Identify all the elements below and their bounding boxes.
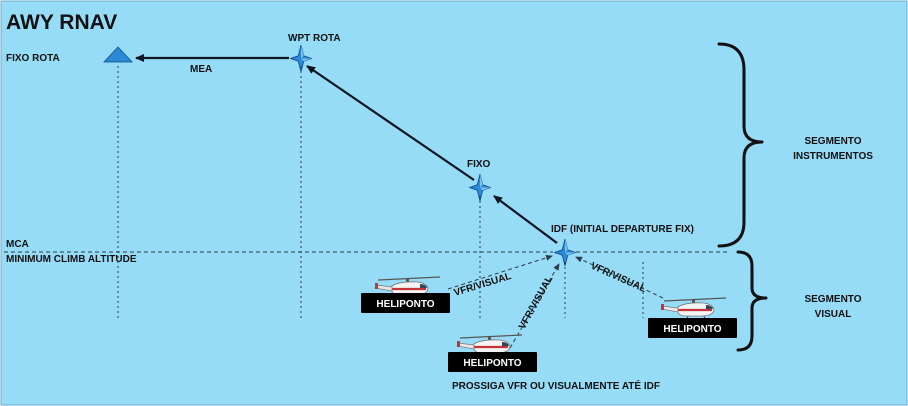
segmento-visual-label: SEGMENTO <box>804 294 861 305</box>
segmento-instrumentos-label: SEGMENTO <box>804 136 861 147</box>
fixo-label: FIXO <box>467 159 491 170</box>
heliponto-box <box>448 352 537 372</box>
heliponto-box <box>361 293 450 313</box>
vfr-arrow <box>509 263 560 349</box>
heliponto-label: HELIPONTO <box>663 324 721 335</box>
climb-arrow <box>493 195 558 244</box>
triangle-fix-icon <box>103 46 133 63</box>
footer-instruction: PROSSIGA VFR OU VISUALMENTE ATÉ IDF <box>452 379 660 392</box>
brace-instrumentos <box>717 42 764 248</box>
heliponto-box <box>648 318 737 338</box>
heliponto-label: HELIPONTO <box>463 358 521 369</box>
route-arrow <box>306 65 475 181</box>
fixo-rota-label: FIXO ROTA <box>6 53 60 64</box>
brace-visual <box>736 250 768 352</box>
vfr-arrow <box>575 256 664 299</box>
mea-label: MEA <box>190 64 212 75</box>
diagram-title: AWY RNAV <box>6 11 117 34</box>
segmento-visual-label: VISUAL <box>815 309 852 320</box>
segmento-instrumentos-label: INSTRUMENTOS <box>793 151 873 162</box>
mca-label: MCA <box>6 239 29 250</box>
wpt-rota-label: WPT ROTA <box>288 33 341 44</box>
heliponto-label: HELIPONTO <box>376 299 434 310</box>
mca-description: MINIMUM CLIMB ALTITUDE <box>6 254 137 265</box>
idf-label: IDF (INITIAL DEPARTURE FIX) <box>551 224 694 235</box>
